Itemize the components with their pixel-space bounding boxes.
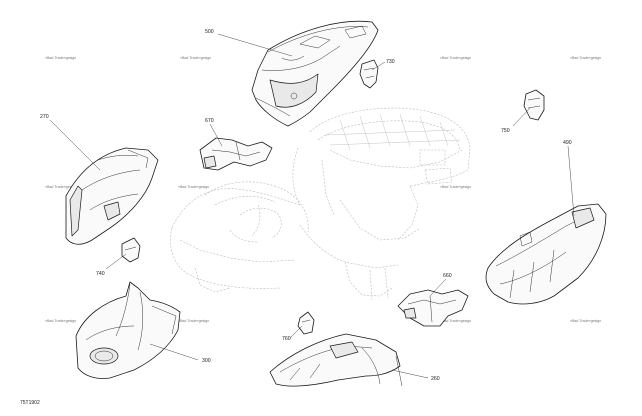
callout-740: 740	[96, 271, 105, 277]
vehicle-frame-outline	[170, 107, 471, 301]
callout-760: 760	[282, 336, 291, 342]
watermark: «Bad Trade»gesign	[440, 319, 471, 323]
leader-lines	[49, 33, 575, 379]
watermark: «Bad Trade»gesign	[45, 319, 76, 323]
part-500-rear-fender	[251, 20, 379, 127]
part-490-right-rear-fender	[485, 203, 607, 305]
part-760-bracket	[297, 311, 315, 335]
watermark: «Bad Trade»gesign	[45, 56, 76, 60]
watermark: «Bad Trade»gesign	[440, 185, 471, 189]
part-740-bracket	[121, 237, 141, 263]
watermark: «Bad Trade»gesign	[180, 56, 211, 60]
leader-730	[371, 61, 386, 71]
part-660-panel	[397, 289, 469, 327]
diagram-reference-code: 75T1902	[20, 400, 40, 406]
leader-760	[289, 325, 303, 339]
part-670-panel	[199, 137, 273, 171]
callout-660: 660	[443, 273, 452, 279]
leader-660	[429, 278, 447, 297]
leader-670	[209, 123, 223, 147]
leader-300	[149, 343, 199, 361]
leader-500	[217, 33, 293, 57]
watermark: «Bad Trade»gesign	[570, 319, 601, 323]
leader-260	[391, 369, 429, 379]
part-260-right-front-fender	[269, 333, 403, 387]
leader-270	[49, 119, 101, 171]
callout-500: 500	[205, 29, 214, 35]
part-730-bracket	[359, 59, 379, 89]
callout-750: 750	[501, 128, 510, 134]
callout-260: 260	[431, 376, 440, 382]
callout-670: 670	[205, 118, 214, 124]
leader-740	[105, 253, 127, 270]
watermark: «Bad Trade»gesign	[45, 185, 76, 189]
part-270-left-front-fender	[65, 147, 159, 245]
leader-490	[567, 145, 575, 217]
watermarks: «Bad Trade»gesign «Bad Trade»gesign «Bad…	[45, 56, 601, 323]
watermark: «Bad Trade»gesign	[570, 56, 601, 60]
part-750-bracket	[523, 89, 545, 121]
callout-labels: 500 730 750 270 670 490 740 660 300 760 …	[40, 29, 572, 382]
callout-270: 270	[40, 114, 49, 120]
watermark: «Bad Trade»gesign	[440, 56, 471, 60]
part-300-front-nose	[75, 281, 181, 379]
watermark: «Bad Trade»gesign	[178, 319, 209, 323]
callout-490: 490	[563, 140, 572, 146]
leader-750	[512, 107, 531, 127]
callout-300: 300	[202, 358, 211, 364]
callout-730: 730	[386, 59, 395, 65]
watermark: «Bad Trade»gesign	[178, 185, 209, 189]
